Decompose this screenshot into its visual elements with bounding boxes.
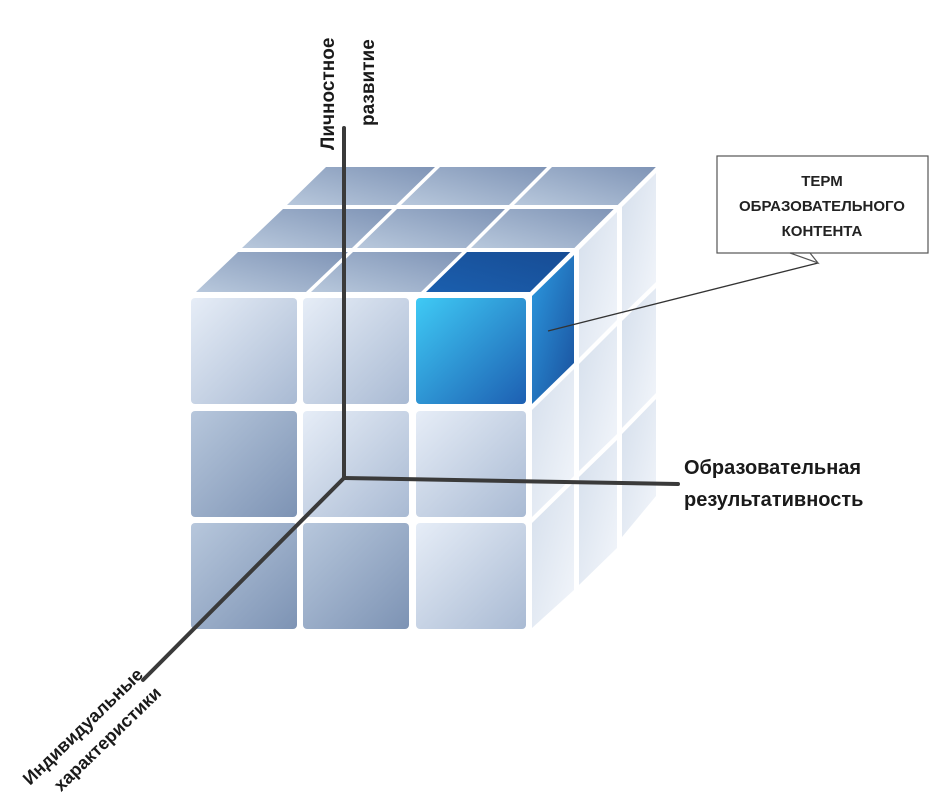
- cube-cell: [579, 326, 617, 471]
- cube-cell: [579, 212, 617, 358]
- horizontal-axis-label: Образовательная результативность: [684, 457, 863, 511]
- cube-cell: [579, 440, 617, 585]
- horizontal-axis-label-line-1: Образовательная: [684, 457, 861, 479]
- cube-cell: [622, 399, 656, 537]
- cube-cell: [287, 167, 435, 205]
- vertical-axis-label-line-1: Личностное: [318, 38, 339, 150]
- callout-line-1: ТЕРМ: [801, 173, 842, 190]
- cube-cell: [303, 298, 409, 404]
- cube-cell: [401, 167, 547, 205]
- cube-cell: [514, 167, 656, 205]
- callout: ТЕРМ ОБРАЗОВАТЕЛЬНОГО КОНТЕНТА: [547, 155, 929, 332]
- callout-box: [716, 155, 929, 254]
- cube-cell: [191, 411, 297, 517]
- cube-cell: [416, 523, 526, 629]
- cube-cell: [622, 288, 656, 428]
- vertical-axis-label: Личностное развитие: [318, 38, 379, 150]
- depth-axis: [141, 476, 346, 682]
- cube-cell: [357, 209, 505, 248]
- axes: [141, 126, 680, 682]
- cube-front-face: [188, 294, 528, 631]
- cube-cell: [303, 523, 409, 629]
- vertical-axis-label-line-2: развитие: [358, 39, 379, 126]
- cube-cell: [242, 209, 392, 248]
- horizontal-axis: [342, 476, 680, 486]
- callout-line-3: КОНТЕНТА: [782, 223, 863, 240]
- cube-cell: [532, 482, 574, 628]
- callout-line-2: ОБРАЗОВАТЕЛЬНОГО: [739, 198, 905, 215]
- cube-top-face: [190, 163, 660, 295]
- horizontal-axis-label-line-2: результативность: [684, 489, 863, 511]
- cube-cell: [191, 298, 297, 404]
- highlight-cell-top: [426, 252, 575, 292]
- cube-cell: [416, 411, 526, 517]
- callout-pointer: [547, 262, 819, 332]
- highlight-cell-front: [416, 298, 526, 404]
- depth-axis-label: Индивидуальные характеристики: [19, 664, 165, 795]
- cube-cell: [622, 173, 656, 315]
- cube-cell: [311, 252, 462, 292]
- cube-cell: [471, 209, 618, 248]
- cube-cell: [196, 252, 348, 292]
